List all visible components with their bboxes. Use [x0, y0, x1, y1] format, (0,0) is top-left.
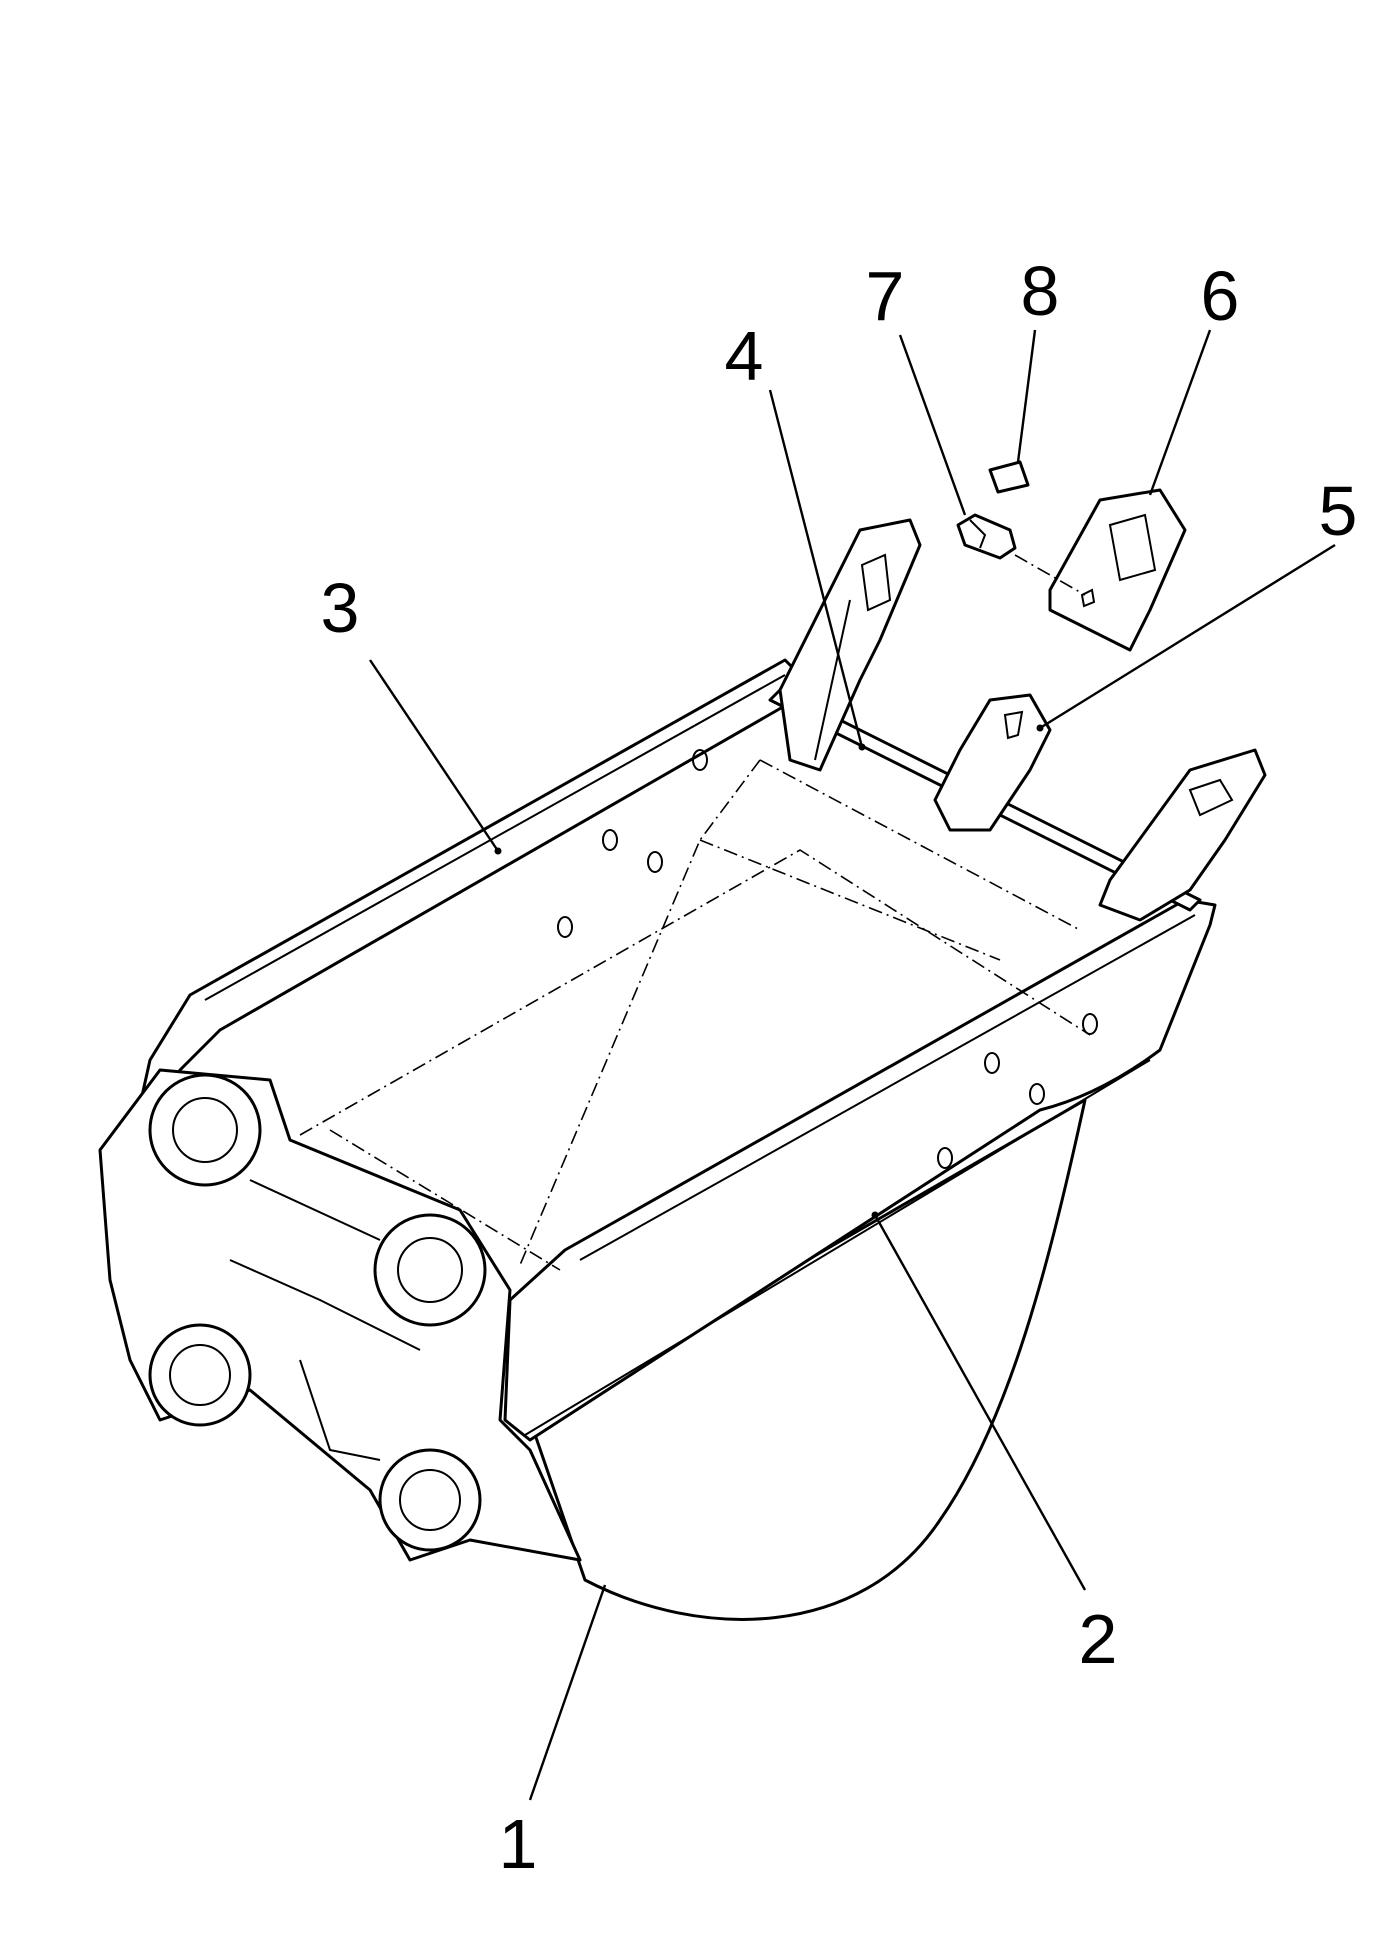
callout-7: 7	[866, 257, 905, 335]
pin-boss-upper-right	[373, 1213, 487, 1327]
callout-5: 5	[1319, 472, 1358, 550]
bucket-body	[98, 658, 1217, 1621]
bucket-shell	[528, 1098, 1087, 1621]
tooth-right	[1098, 748, 1267, 922]
leader-line-8	[1016, 329, 1037, 463]
tooth-adapter-middle	[933, 693, 1052, 832]
leader-lines	[369, 329, 1336, 1801]
mounting-frame	[98, 1068, 582, 1562]
leader-line-7	[898, 334, 967, 516]
left-side-plate	[138, 658, 802, 1122]
leader-line-5	[1039, 543, 1336, 730]
leader-line-3	[369, 659, 499, 852]
callout-labels: 1 2 3 4 5 6 7 8	[321, 252, 1358, 1883]
pin-boss-lower-right	[378, 1448, 482, 1552]
leader-line-2	[873, 1214, 1087, 1591]
right-side-plate	[503, 898, 1217, 1442]
bucket-teeth	[778, 460, 1267, 922]
callout-1: 1	[499, 1805, 538, 1883]
leader-line-4	[768, 389, 864, 748]
tooth-lock	[988, 460, 1030, 494]
leader-line-6	[1148, 329, 1212, 496]
leader-line-1	[528, 1584, 607, 1801]
tooth-point-detached	[1048, 488, 1187, 652]
callout-3: 3	[321, 569, 360, 647]
tooth-left	[778, 518, 922, 772]
tooth-pin	[956, 513, 1086, 596]
pin-boss-upper-left	[148, 1073, 262, 1187]
callout-8: 8	[1021, 252, 1060, 330]
pin-boss-lower-left	[148, 1323, 252, 1427]
callout-6: 6	[1201, 257, 1240, 335]
callout-2: 2	[1079, 1600, 1118, 1678]
callout-4: 4	[725, 317, 764, 395]
